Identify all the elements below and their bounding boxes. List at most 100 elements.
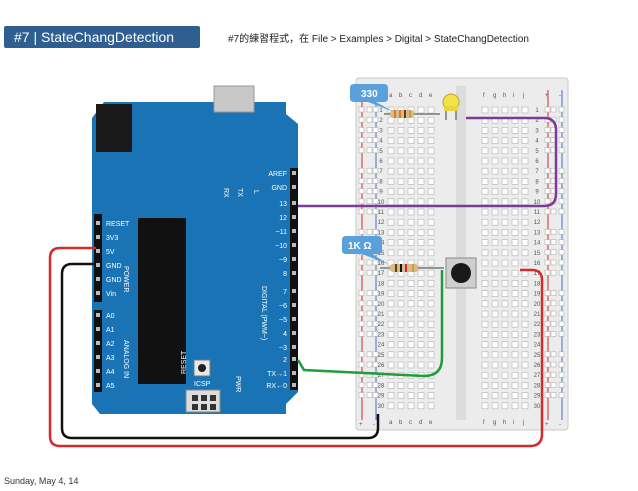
led <box>442 93 460 120</box>
digital-pin <box>292 303 296 307</box>
bb-col-label-e-top: e <box>429 93 433 99</box>
bb-row-label-right: 24 <box>534 343 541 349</box>
bb-col-label-c-bottom: c <box>409 420 412 426</box>
digital-pin <box>292 171 296 175</box>
bb-row-label-left: 29 <box>378 394 385 400</box>
bb-row-label-right: 7 <box>535 169 539 175</box>
bb-row-label-left: 16 <box>378 261 385 267</box>
power-pin-label: GND <box>106 277 122 284</box>
bb-plus-top-right: + <box>545 93 549 99</box>
bb-row-label-left: 15 <box>378 251 385 257</box>
digital-pin-label: 8 <box>283 271 287 278</box>
bb-row-label-left: 20 <box>378 302 385 308</box>
resistor-1k <box>380 264 444 272</box>
digital-pin <box>292 357 296 361</box>
bb-row-label-right: 29 <box>534 394 541 400</box>
digital-pin-label: 7 <box>283 289 287 296</box>
digital-pin-label: TX→1 <box>267 371 287 378</box>
bb-row-label-left: 3 <box>379 128 383 134</box>
bb-col-label-c-top: c <box>409 93 412 99</box>
bb-row-label-left: 27 <box>378 373 385 379</box>
bb-row-label-left: 25 <box>378 353 385 359</box>
bb-row-label-right: 16 <box>534 261 541 267</box>
bb-row-label-left: 13 <box>378 230 385 236</box>
digital-pin-label: ~5 <box>279 317 287 324</box>
power-pin <box>96 221 100 225</box>
bb-row-label-right: 1 <box>535 108 539 114</box>
digital-pin <box>292 331 296 335</box>
bb-row-label-left: 19 <box>378 292 385 298</box>
wire-red-5v <box>48 246 544 448</box>
digital-pin-label: RX←0 <box>266 383 287 390</box>
analog-pin-label: A0 <box>106 313 115 320</box>
bb-minus-top-right: - <box>559 93 561 99</box>
digital-pin-label: 13 <box>279 201 287 208</box>
bb-minus-bottom-left: - <box>373 422 375 428</box>
bb-row-label-left: 9 <box>379 190 383 196</box>
digital-pin <box>292 345 296 349</box>
power-pin <box>96 235 100 239</box>
digital-pin <box>292 271 296 275</box>
bb-col-label-g-bottom: g <box>493 420 496 426</box>
power-pin <box>96 291 100 295</box>
bb-row-label-left: 6 <box>379 159 383 165</box>
bb-row-label-left: 2 <box>379 118 383 124</box>
bb-col-label-b-top: b <box>399 93 403 99</box>
bb-row-label-right: 5 <box>535 149 539 155</box>
resistor-330 <box>384 110 440 118</box>
bb-col-label-i-bottom: i <box>513 420 514 426</box>
power-vertical-label: POWER <box>122 266 129 292</box>
wire-black-gnd <box>60 262 380 440</box>
icsp-pin <box>201 404 207 410</box>
bb-col-label-h-bottom: h <box>503 420 506 426</box>
icsp-label: ICSP <box>194 381 211 388</box>
pwr-label: PWR <box>234 376 241 392</box>
bb-row-label-right: 14 <box>534 241 541 247</box>
bb-col-label-f-top: f <box>483 93 485 99</box>
bb-col-label-d-top: d <box>419 93 422 99</box>
callout-1k-text: 1K Ω <box>348 241 372 252</box>
digital-pin <box>292 289 296 293</box>
digital-vertical-label: DIGITAL (PWM~) <box>260 286 267 340</box>
analog-pin <box>96 327 100 331</box>
power-pin-label: RESET <box>106 221 130 228</box>
footer-date: Sunday, May 4, 14 <box>4 476 79 486</box>
digital-pin-label: ~6 <box>279 303 287 310</box>
callout-1k: 1K Ω <box>342 236 388 264</box>
analog-pin <box>96 383 100 387</box>
bb-row-label-right: 3 <box>535 128 539 134</box>
digital-pin <box>292 215 296 219</box>
bb-row-label-right: 26 <box>534 363 541 369</box>
callout-330: 330 <box>350 84 394 112</box>
bb-col-label-a-bottom: a <box>389 420 393 426</box>
analog-pin-label: A3 <box>106 355 115 362</box>
bb-row-label-right: 22 <box>534 322 541 328</box>
digital-pin-label: GND <box>271 185 287 192</box>
bb-col-label-b-bottom: b <box>399 420 403 426</box>
bb-row-label-left: 4 <box>379 139 383 145</box>
rx-label: RX <box>222 188 229 198</box>
wire-purple-pin13 <box>298 116 558 208</box>
bb-col-label-a-top: a <box>389 93 393 99</box>
power-pin <box>96 277 100 281</box>
digital-pin-label: ~9 <box>279 257 287 264</box>
bb-row-label-left: 7 <box>379 169 383 175</box>
bb-row-label-left: 28 <box>378 383 385 389</box>
power-pin <box>96 263 100 267</box>
l-label: L <box>252 190 259 194</box>
bb-col-label-j-top: j <box>522 93 524 99</box>
analog-pin <box>96 341 100 345</box>
analog-pin-label: A1 <box>106 327 115 334</box>
wire-green-pin2 <box>296 270 444 378</box>
arduino-board: ICSP RESET TX RX L PWR AREFGND1312~11~10… <box>92 85 298 414</box>
bb-col-label-j-bottom: j <box>522 420 524 426</box>
bb-minus-bottom-right: - <box>559 422 561 428</box>
bb-plus-bottom-right: + <box>545 422 549 428</box>
bb-row-label-left: 17 <box>378 271 385 277</box>
digital-pin-label: AREF <box>268 171 287 178</box>
digital-pin <box>292 243 296 247</box>
pushbutton <box>445 257 477 289</box>
bb-row-label-left: 5 <box>379 149 383 155</box>
bb-row-label-left: 11 <box>378 210 385 216</box>
slide-caption: #7的練習程式，在 File > Examples > Digital > St… <box>228 34 529 45</box>
